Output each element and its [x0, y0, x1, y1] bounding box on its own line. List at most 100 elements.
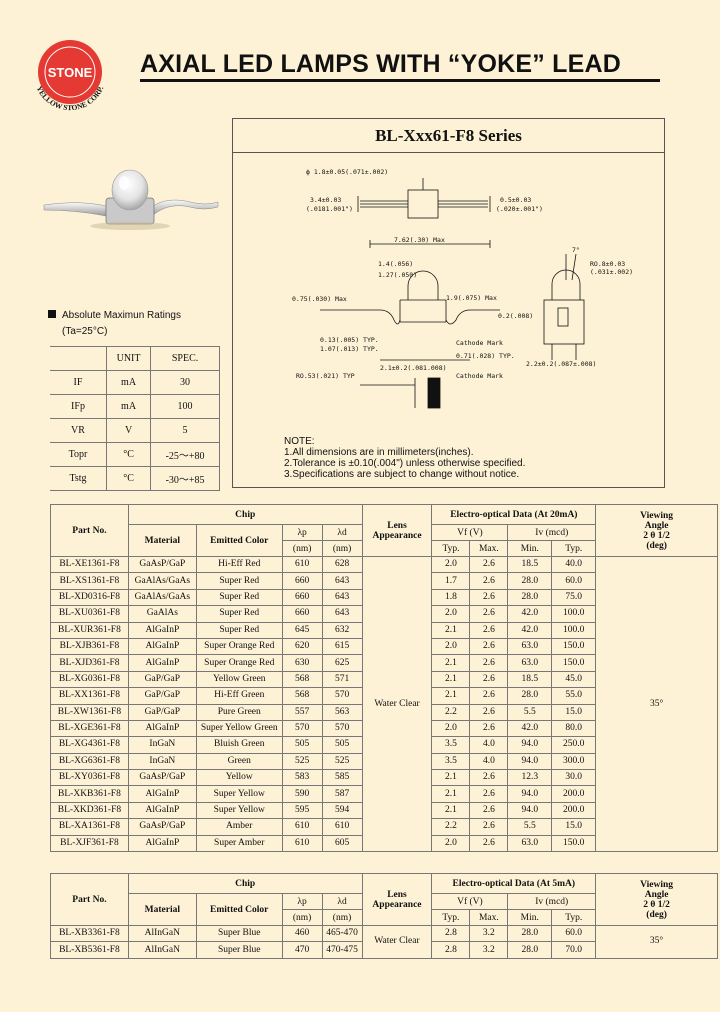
table-cell: 563 [321, 703, 363, 721]
lens-appearance-cell: Water Clear [361, 925, 433, 959]
table-cell: BL-XB5361-F8 [50, 941, 129, 959]
table-cell: 2.6 [469, 637, 509, 656]
table-cell: 2.6 [469, 687, 509, 705]
table-cell: 610 [321, 818, 363, 836]
table-cell: 2.8 [431, 924, 471, 943]
table-cell: 595 [281, 801, 323, 820]
table-row: Topr°C-25～+80 [50, 442, 220, 467]
series-divider [232, 152, 665, 153]
dim-label: ϕ 1.8±0.05(.071±.002) [306, 168, 388, 176]
table-cell: Hi-Eff Red [195, 555, 283, 574]
series-title: BL-Xxx61-F8 Series [375, 126, 522, 145]
table-cell: 571 [321, 670, 363, 689]
table-cell: Super Red [195, 621, 283, 639]
table-cell: 150.0 [551, 637, 597, 656]
table-cell: 660 [281, 572, 323, 590]
table-cell: 2.1 [431, 769, 471, 787]
table-cell: Amber [195, 818, 283, 836]
table-cell: 2.6 [469, 605, 509, 623]
dim-label: (.0181.001") [306, 205, 353, 213]
table-cell: AlGaInP [127, 621, 197, 639]
table-cell: 5.5 [507, 818, 553, 836]
table-cell: BL-XG0361-F8 [50, 670, 129, 689]
viewing-angle-cell: 35° [595, 925, 718, 959]
table-cell: 505 [281, 736, 323, 754]
table-cell: 2.6 [469, 801, 509, 820]
table-cell: 2.0 [431, 555, 471, 574]
table-cell: 2.8 [431, 941, 471, 959]
table-cell: 60.0 [551, 924, 597, 943]
note-line: 2.Tolerance is ±0.10(.004") unless other… [284, 458, 526, 469]
table-cell: 643 [321, 605, 363, 623]
dimension-drawing: ϕ 1.8±0.05(.071±.002) 3.4±0.03 (.0181.00… [292, 168, 633, 409]
table-cell: 570 [321, 719, 363, 738]
amr-title: Absolute Maximun Ratings [48, 310, 181, 321]
table-cell: 583 [281, 769, 323, 787]
table-cell: 63.0 [507, 637, 553, 656]
table-cell: Pure Green [195, 703, 283, 721]
table-cell: 643 [321, 588, 363, 607]
table-cell: BL-XKD361-F8 [50, 801, 129, 820]
notes-heading: NOTE: [284, 436, 315, 447]
dim-label: 1.9(.075) Max [446, 294, 497, 302]
table-cell: 4.0 [469, 752, 509, 771]
table-cell: InGaN [127, 752, 197, 771]
table-cell: 2.0 [431, 834, 471, 853]
table-cell: 2.2 [431, 818, 471, 836]
dim-label: (.020±.001") [496, 205, 543, 213]
table-cell: Bluish Green [195, 736, 283, 754]
table-cell: 45.0 [551, 670, 597, 689]
table-cell: 2.1 [431, 687, 471, 705]
table-cell: GaAlAs/GaAs [127, 588, 197, 607]
logo-text: STONE [48, 65, 93, 80]
table-cell: 42.0 [507, 719, 553, 738]
table-cell: 18.5 [507, 555, 553, 574]
dim-label: 1.27(.050) [378, 271, 417, 279]
table-cell: 525 [281, 752, 323, 771]
table-cell: AlInGaN [127, 924, 197, 943]
table-cell: BL-XJD361-F8 [50, 654, 129, 672]
table-cell: 60.0 [551, 572, 597, 590]
table-cell: 42.0 [507, 621, 553, 639]
table-cell: 3.5 [431, 736, 471, 754]
table-cell: AlGaInP [127, 654, 197, 672]
table-cell: BL-XE1361-F8 [50, 555, 129, 574]
table-cell: Yellow Green [195, 670, 283, 689]
table-cell: AlGaInP [127, 785, 197, 803]
dim-label: 0.2(.008) [498, 312, 533, 320]
table-cell: 28.0 [507, 687, 553, 705]
table-cell: 2.6 [469, 588, 509, 607]
dim-label: 1.07(.013) TYP. [320, 345, 379, 353]
table-cell: Super Red [195, 605, 283, 623]
table-cell: 2.6 [469, 769, 509, 787]
table-cell: 1.8 [431, 588, 471, 607]
table-cell: AlGaInP [127, 719, 197, 738]
dim-label: Cathode Mark [456, 339, 503, 347]
notes: NOTE: 1.All dimensions are in millimeter… [284, 436, 525, 480]
dim-label: RO.8±0.03 [590, 260, 625, 268]
dim-label: 1.4(.056) [378, 260, 413, 268]
table-cell: 150.0 [551, 834, 597, 853]
table-cell: 250.0 [551, 736, 597, 754]
note-line: 3.Specifications are subject to change w… [284, 469, 520, 480]
table-cell: GaP/GaP [127, 670, 197, 689]
table-cell: 40.0 [551, 555, 597, 574]
table-cell: 63.0 [507, 654, 553, 672]
table-cell: Super Blue [195, 941, 283, 959]
table-cell: BL-XG4361-F8 [50, 736, 129, 754]
table-cell: 2.0 [431, 605, 471, 623]
table-cell: 2.0 [431, 719, 471, 738]
table-cell: 557 [281, 703, 323, 721]
table-cell: BL-XS1361-F8 [50, 572, 129, 590]
table-cell: 645 [281, 621, 323, 639]
table-cell: 2.2 [431, 703, 471, 721]
